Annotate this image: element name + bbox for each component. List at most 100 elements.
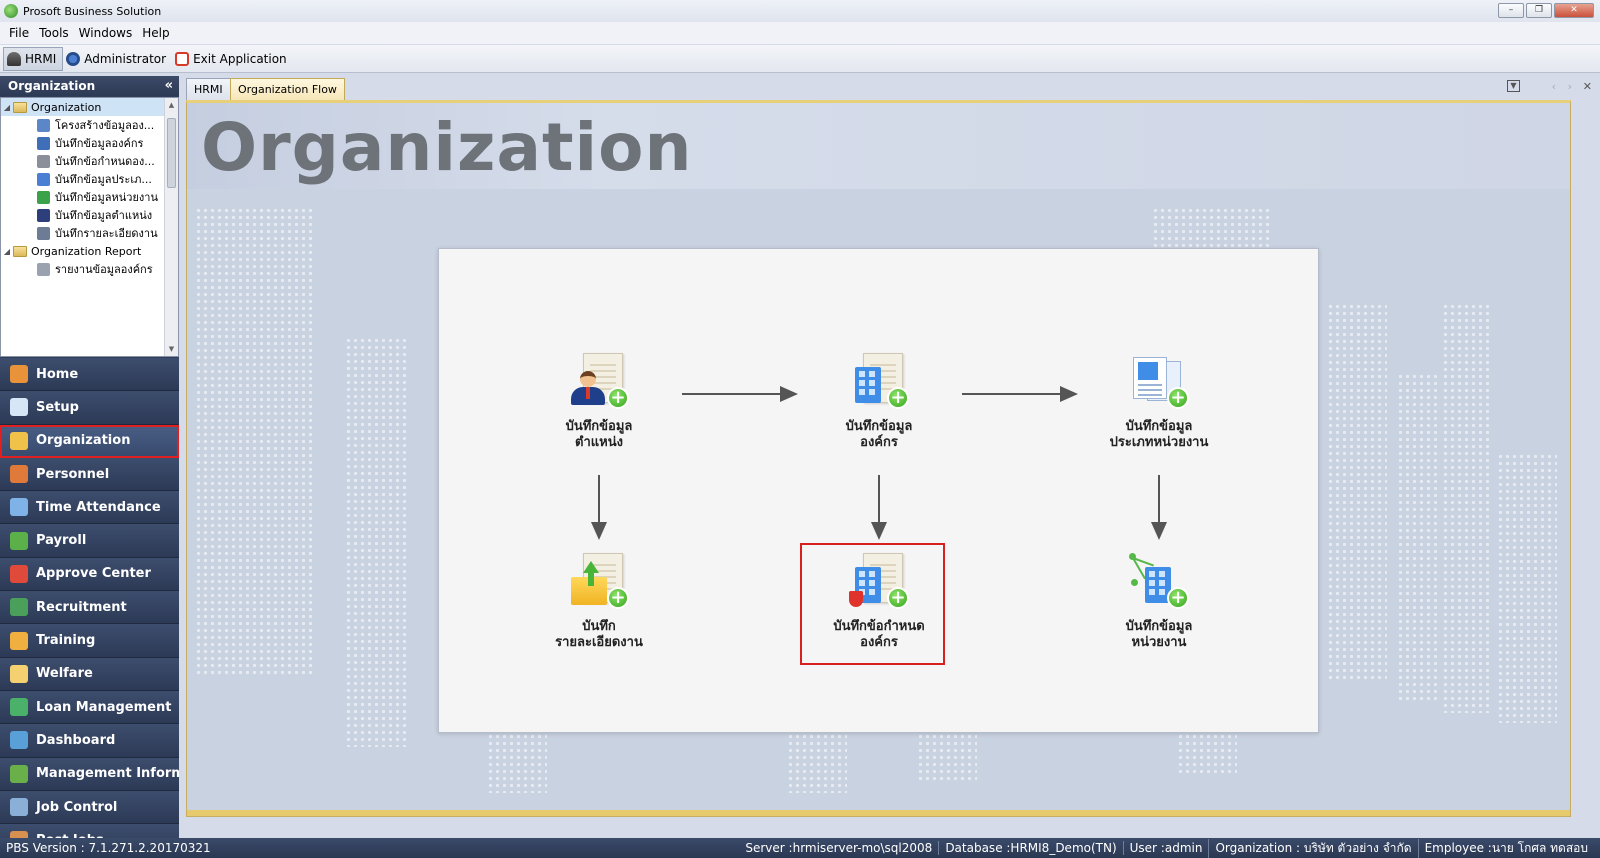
banner: Organization [187, 103, 1570, 189]
home-icon [10, 365, 28, 384]
loan-management-icon [10, 698, 28, 717]
hrmi-label: HRMI [25, 51, 57, 66]
nav-item-label: Payroll [36, 533, 87, 549]
nav-item-welfare[interactable]: Welfare [0, 657, 179, 691]
panel-splitter[interactable] [179, 76, 185, 838]
nav-item-recruitment[interactable]: Recruitment [0, 591, 179, 625]
city-decoration [1397, 373, 1437, 703]
nav-item-job-control[interactable]: Job Control [0, 790, 179, 825]
app-logo-icon [4, 4, 18, 18]
nav-item-label: Setup [36, 399, 79, 415]
tree-item-label: บันทึกข้อมูลหน่วยงาน [55, 191, 158, 204]
administrator-button[interactable]: Administrator [63, 47, 172, 71]
menu-file[interactable]: File [9, 26, 30, 40]
tab-close-icon[interactable]: ✕ [1582, 80, 1592, 93]
scroll-down-icon[interactable]: ▼ [168, 345, 175, 353]
tree-item[interactable]: บันทึกข้อมูลหน่วยงาน [1, 188, 178, 206]
tree-folder[interactable]: ◢ Organization Report [1, 242, 178, 260]
time-attendance-icon [10, 498, 28, 517]
tab-prev-icon[interactable]: ‹ [1551, 80, 1556, 93]
tree-item-label: รายงานข้อมูลองค์กร [55, 263, 153, 276]
expand-icon[interactable]: ◢ [3, 246, 11, 256]
tree-item[interactable]: บันทึกข้อกำหนดอง... [1, 152, 178, 170]
tree-item[interactable]: โครงสร้างข้อมูลอง... [1, 116, 178, 134]
training-icon [10, 631, 28, 650]
nav-item-training[interactable]: Training [0, 624, 179, 658]
tree-item-icon [37, 262, 50, 276]
tree-header: Organization « [0, 76, 179, 96]
banner-title: Organization [201, 109, 693, 186]
menu-windows[interactable]: Windows [78, 26, 133, 40]
content-area: Organization + [186, 100, 1571, 817]
tree-item-label: บันทึกข้อกำหนดอง... [55, 155, 155, 168]
tab-list-icon[interactable]: ▼ [1507, 80, 1520, 92]
add-icon: + [887, 387, 909, 409]
flow-arrows [591, 386, 1167, 540]
nav-item-label: Training [36, 633, 96, 649]
scroll-up-icon[interactable]: ▲ [168, 101, 175, 109]
tree-scrollbar[interactable]: ▲ ▼ [164, 98, 178, 356]
version-text: PBS Version : 7.1.271.2.20170321 [6, 841, 211, 855]
nav-item-personnel[interactable]: Personnel [0, 457, 179, 492]
tree-item-label: Organization Report [31, 244, 142, 258]
expand-icon[interactable]: ◢ [3, 102, 11, 112]
menu-tools[interactable]: Tools [39, 26, 69, 40]
tree-folder[interactable]: ◢Organization [1, 98, 178, 116]
nav-item-label: Personnel [36, 466, 110, 482]
job-detail-icon: + [569, 553, 629, 613]
nav-item-loan-management[interactable]: Loan Management [0, 690, 179, 725]
tree-item-icon [37, 136, 50, 150]
nav-item-payroll[interactable]: Payroll [0, 524, 179, 558]
nav-item-label: Approve Center [36, 566, 151, 582]
tree-item-label: บันทึกข้อมูลประเภ... [55, 173, 152, 186]
tab-hrmi[interactable]: HRMI [186, 78, 231, 100]
management-info-icon [10, 764, 28, 783]
exit-application-button[interactable]: Exit Application [172, 47, 293, 71]
status-bar: PBS Version : 7.1.271.2.20170321 Server … [0, 838, 1600, 858]
employee-status: Employee :นาย โกศล ทดสอบ [1417, 838, 1594, 858]
restore-button[interactable]: ❐ [1526, 3, 1552, 18]
node-label: บันทึกข้อกำหนดองค์กร [833, 619, 925, 650]
nav-item-organization[interactable]: Organization [0, 424, 179, 458]
record-org-settings-node[interactable]: + บันทึกข้อกำหนดองค์กร [804, 553, 954, 651]
node-label: บันทึกข้อมูลหน่วยงาน [1125, 619, 1193, 650]
hrmi-button[interactable]: HRMI [3, 46, 64, 71]
close-button[interactable]: ✕ [1554, 3, 1594, 18]
minimize-button[interactable]: – [1498, 3, 1524, 18]
record-organization-node[interactable]: + บันทึกข้อมูลองค์กร [804, 353, 954, 451]
record-job-detail-node[interactable]: + บันทึกรายละเอียดงาน [524, 553, 674, 651]
nav-item-management-info[interactable]: Management Informat [0, 757, 179, 791]
tab-organization-flow[interactable]: Organization Flow [230, 78, 345, 100]
tree-item[interactable]: บันทึกข้อมูลประเภ... [1, 170, 178, 188]
nav-item-setup[interactable]: Setup [0, 391, 179, 425]
tree-item-icon [37, 118, 50, 132]
tree-item[interactable]: บันทึกข้อมูลตำแหน่ง [1, 206, 178, 224]
tree-header-title: Organization [8, 79, 96, 93]
tree-item[interactable]: บันทึกข้อมูลองค์กร [1, 134, 178, 152]
record-unit-node[interactable]: + บันทึกข้อมูลหน่วยงาน [1084, 553, 1234, 651]
highlight-box [800, 543, 945, 665]
nav-item-dashboard[interactable]: Dashboard [0, 724, 179, 758]
tab-next-icon[interactable]: › [1567, 80, 1572, 93]
job-control-icon [10, 798, 28, 816]
nav-item-home[interactable]: Home [0, 358, 179, 392]
building-icon: + [849, 353, 909, 413]
folder-icon [13, 245, 27, 257]
window-controls: – ❐ ✕ [1498, 3, 1594, 18]
nav-item-time-attendance[interactable]: Time Attendance [0, 491, 179, 525]
nav-item-approve-center[interactable]: Approve Center [0, 557, 179, 592]
administrator-label: Administrator [84, 51, 167, 66]
nav-item-label: Welfare [36, 666, 93, 682]
add-icon: + [887, 587, 909, 609]
title-bar: Prosoft Business Solution – ❐ ✕ [0, 0, 1600, 22]
nav-item-label: Job Control [36, 799, 118, 815]
record-unit-type-node[interactable]: + บันทึกข้อมูลประเภทหน่วยงาน [1084, 353, 1234, 451]
menu-help[interactable]: Help [142, 26, 170, 40]
unit-type-icon: + [1129, 353, 1189, 413]
collapse-panel-icon[interactable]: « [164, 78, 173, 93]
city-decoration [487, 733, 547, 793]
record-position-node[interactable]: + บันทึกข้อมูลตำแหน่ง [524, 353, 674, 451]
tree-item[interactable]: บันทึกรายละเอียดงาน [1, 224, 178, 242]
tree-item[interactable]: รายงานข้อมูลองค์กร [1, 260, 178, 278]
scroll-thumb[interactable] [167, 118, 176, 188]
